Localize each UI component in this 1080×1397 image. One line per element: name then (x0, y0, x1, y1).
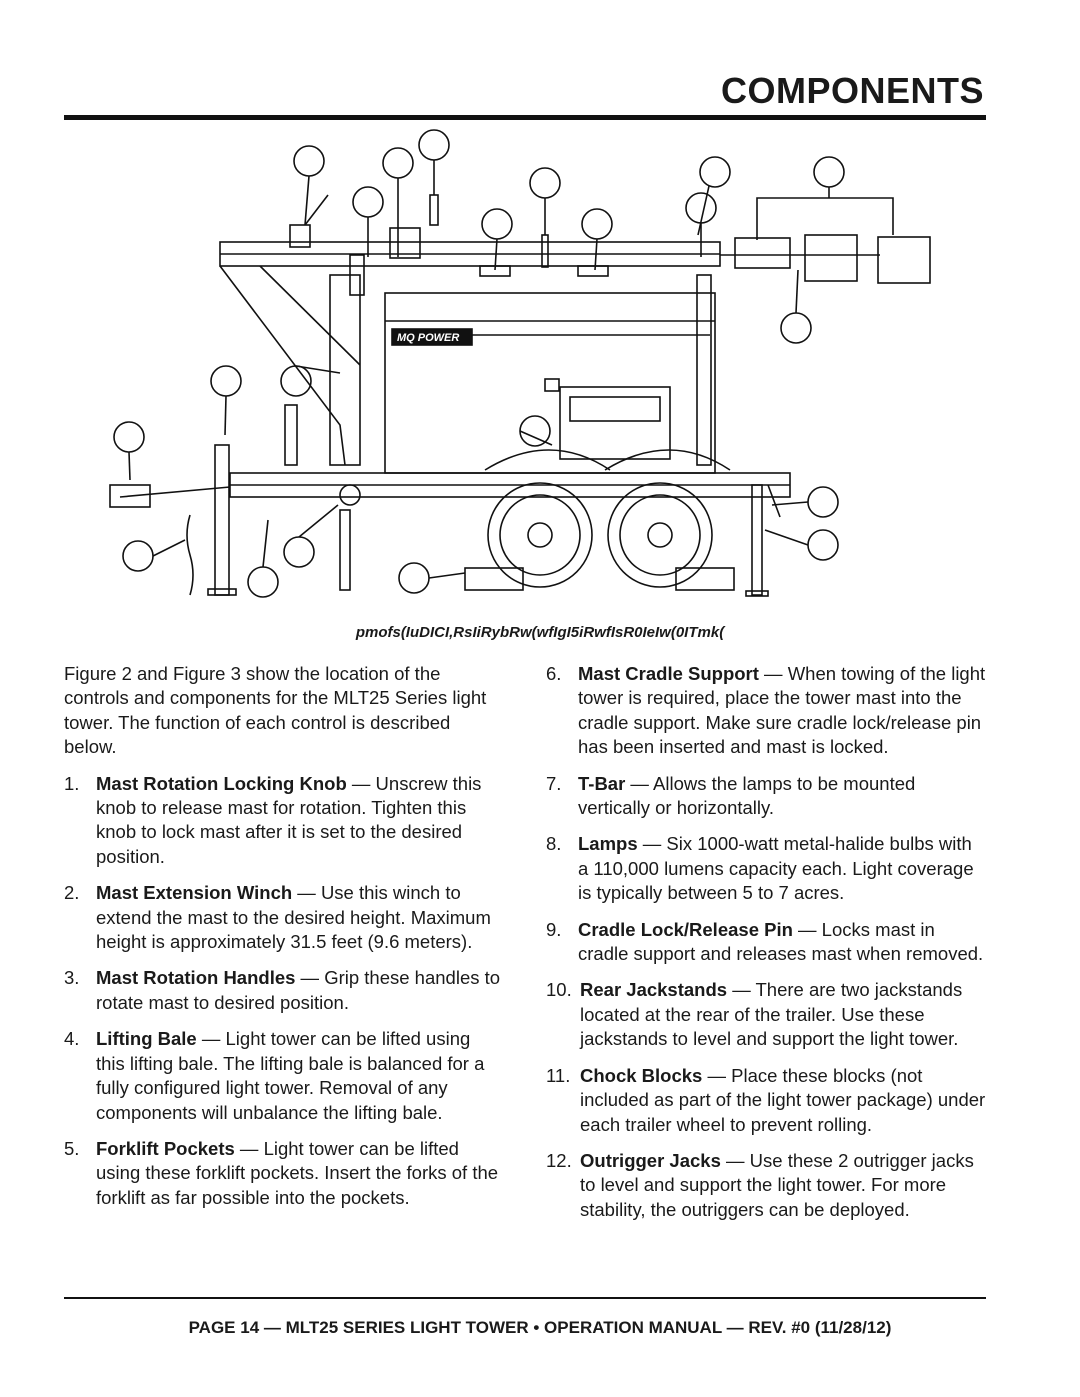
brand-logo: MQ POWER (397, 332, 459, 344)
list-item: 5. Forklift Pockets — Light tower can be … (64, 1137, 504, 1210)
callout-circle (247, 566, 279, 598)
list-item: 2. Mast Extension Winch — Use this winch … (64, 881, 504, 954)
list-item: 9. Cradle Lock/Release Pin — Locks mast i… (546, 918, 986, 967)
callout-circle (780, 312, 812, 344)
callout-circle (210, 365, 242, 397)
item-number: 1. (64, 772, 80, 794)
bottom-rule (64, 1297, 986, 1299)
list-item: 4. Lifting Bale — Light tower can be lift… (64, 1027, 504, 1125)
item-number: 10. (546, 979, 572, 1001)
item-term: Rear Jackstands (580, 979, 728, 1001)
item-number: 2. (64, 882, 80, 904)
list-item: 12. Outrigger Jacks — Use these 2 outrigg… (546, 1149, 986, 1222)
item-number: 3. (64, 967, 80, 989)
callout-circle (122, 540, 154, 572)
item-number: 5. (64, 1137, 80, 1159)
item-description: — Use these 2 outrigger jacks to level a… (580, 1149, 974, 1220)
callout-circle (382, 147, 414, 179)
item-number: 8. (546, 833, 562, 855)
right-column: 6. Mast Cradle Support — When towing of t… (546, 662, 986, 1234)
item-term: Mast Rotation Locking Knob (96, 772, 347, 794)
callout-circle (529, 167, 561, 199)
item-description: — Unscrew this knob to release mast for … (96, 772, 482, 867)
list-item: 3. Mast Rotation Handles — Grip these han… (64, 966, 504, 1015)
item-description: — Light tower can be lifted using this l… (96, 1028, 485, 1123)
item-term: Mast Rotation Handles (96, 967, 296, 989)
callout-circle (283, 536, 315, 568)
callout-circle (581, 208, 613, 240)
item-number: 12. (546, 1149, 572, 1171)
item-term: Lifting Bale (96, 1028, 197, 1050)
item-number: 11. (546, 1064, 571, 1086)
list-item: 8. Lamps — Six 1000-watt metal-halide bul… (546, 832, 986, 905)
item-term: Lamps (578, 833, 638, 855)
top-rule (64, 115, 986, 120)
callout-circle (807, 486, 839, 518)
list-item: 11. Chock Blocks — Place these blocks (no… (546, 1064, 986, 1137)
item-term: Mast Extension Winch (96, 882, 293, 904)
item-term: T-Bar (578, 772, 626, 794)
callout-circle (293, 145, 325, 177)
callout-circle (398, 562, 430, 594)
item-description: — When towing of the light tower is requ… (578, 663, 986, 758)
page-title: COMPONENTS (720, 70, 984, 111)
intro-paragraph: Figure 2 and Figure 3 show the location … (64, 663, 487, 758)
figure-caption: pmofs(IuDICI,RsIiRybRw(wfIgI5iRwfIsR0IeI… (355, 624, 725, 641)
callout-circle (813, 156, 845, 188)
item-description: — Use this winch to extend the mast to t… (96, 882, 491, 953)
item-description: — Place these blocks (not included as pa… (580, 1064, 986, 1135)
callout-circle (807, 529, 839, 561)
item-number: 7. (546, 772, 562, 794)
callout-circle (113, 421, 145, 453)
callout-circle (699, 156, 731, 188)
item-description: — Grip these handles to rotate mast to d… (96, 967, 501, 1013)
item-description: — There are two jackstands located at th… (580, 979, 963, 1050)
item-description: — Locks mast in cradle support and relea… (578, 918, 984, 965)
list-item: 6. Mast Cradle Support — When towing of t… (546, 662, 986, 760)
item-number: 9. (546, 918, 562, 940)
item-description: — Light tower can be lifted using these … (96, 1137, 499, 1208)
item-description: — Allows the lamps to be mounted vertica… (578, 772, 916, 819)
item-number: 4. (64, 1028, 80, 1050)
list-item: 1. Mast Rotation Locking Knob — Unscrew t… (64, 772, 504, 870)
item-term: Outrigger Jacks (580, 1149, 721, 1171)
item-term: Cradle Lock/Release Pin (578, 918, 793, 940)
callout-circle (352, 186, 384, 218)
list-item: 7. T-Bar — Allows the lamps to be mounted… (546, 772, 986, 821)
item-number: 6. (546, 663, 562, 684)
callout-circle (418, 129, 450, 161)
list-item: 10. Rear Jackstands — There are two jacks… (546, 978, 986, 1051)
item-description: — Six 1000-watt metal-halide bulbs with … (578, 833, 974, 904)
light-tower-diagram: MQ POWER (109, 129, 931, 598)
callout-circle (481, 208, 513, 240)
item-term: Chock Blocks (580, 1064, 703, 1086)
left-column: Figure 2 and Figure 3 show the location … (64, 662, 504, 1222)
item-term: Mast Cradle Support (578, 663, 759, 684)
item-term: Forklift Pockets (96, 1137, 235, 1159)
page-footer: PAGE 14 — MLT25 SERIES LIGHT TOWER • OPE… (188, 1318, 892, 1337)
